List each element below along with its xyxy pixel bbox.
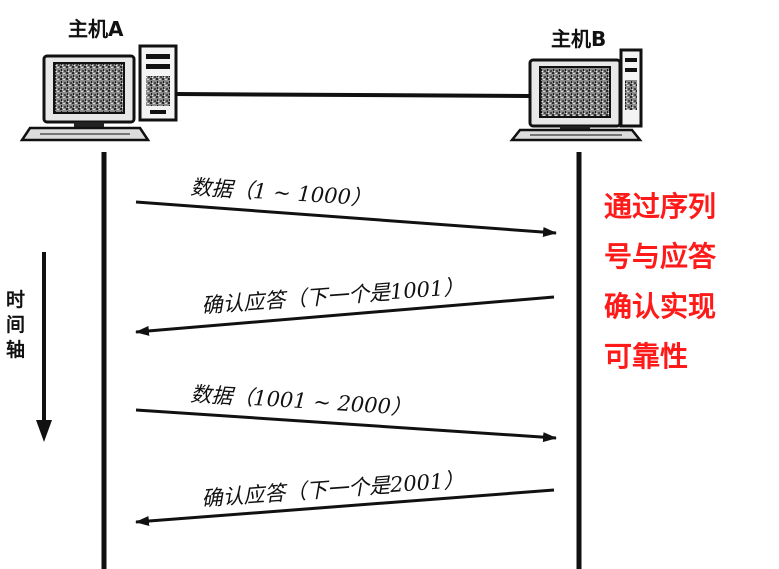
network-link — [175, 92, 531, 98]
message-label-4: 确认应答（下一个是2001） — [201, 468, 466, 511]
message-label-3: 数据（1001 ~ 2000） — [190, 382, 413, 420]
message-arrow-3 — [135, 408, 557, 443]
note-line-2: 号与应答 — [604, 240, 717, 273]
message-arrow-1 — [135, 200, 557, 238]
note-line-1: 通过序列 — [604, 190, 716, 223]
host-a-computer-icon — [19, 44, 178, 142]
time-axis-char-1: 时 — [6, 289, 25, 311]
message-arrow-2 — [135, 295, 555, 336]
time-axis-arrow — [36, 252, 52, 442]
time-axis-char-3: 轴 — [6, 338, 25, 361]
note-line-3: 确认实现 — [604, 290, 716, 323]
host-b-computer-icon — [509, 48, 643, 142]
note-line-4: 可靠性 — [604, 340, 688, 373]
reliability-note: 通过序列 号与应答 确认实现 可靠性 — [604, 190, 717, 373]
message-arrow-4 — [135, 488, 555, 526]
message-label-1: 数据（1 ~ 1000） — [190, 175, 373, 210]
time-axis-char-2: 间 — [6, 314, 25, 336]
host-b-label: 主机B — [551, 27, 606, 51]
message-label-2: 确认应答（下一个是1001） — [201, 275, 466, 318]
host-a-label: 主机A — [68, 17, 124, 41]
